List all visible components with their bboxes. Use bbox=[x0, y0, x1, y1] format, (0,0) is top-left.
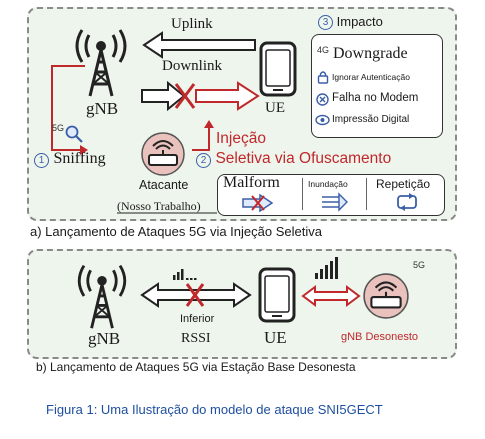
gnb-tower-icon bbox=[75, 29, 127, 97]
impact-heading: 3 Impacto bbox=[318, 13, 383, 30]
gnb-ue-link-blocked bbox=[140, 282, 252, 308]
magnifier-icon bbox=[65, 125, 83, 143]
fingerprint-label: Impressão Digital bbox=[332, 114, 410, 125]
malform-label: Malform bbox=[223, 174, 280, 191]
attacker-label: Atacante bbox=[139, 178, 189, 192]
downlink-label: Downlink bbox=[162, 58, 222, 74]
rogue-gnb-label: gNB Desonesto bbox=[341, 331, 419, 343]
injection-label-line2: Seletiva via Ofuscamento bbox=[215, 150, 392, 167]
lock-icon bbox=[317, 71, 329, 84]
rogue-5g-text: 5G bbox=[413, 260, 426, 270]
sniffing-step: 1 Sniffing bbox=[34, 150, 106, 169]
sniff-5g-text: 5G bbox=[52, 123, 65, 133]
flooding-icon bbox=[322, 192, 348, 212]
modem-crash-label: Falha no Modem bbox=[332, 92, 419, 104]
fingerprint-icon bbox=[315, 114, 330, 126]
gnb-tower-icon bbox=[77, 264, 127, 329]
attacker-device-icon bbox=[141, 132, 185, 176]
gnb-label: gNB bbox=[86, 99, 119, 118]
figure-caption: Figura 1: Uma Ilustração do modelo de at… bbox=[46, 402, 383, 417]
downgrade-label: Downgrade bbox=[333, 45, 408, 62]
inferior-label: Inferior bbox=[180, 313, 215, 325]
downlink-arrow bbox=[141, 80, 260, 112]
sniff-5g-icon: 5G bbox=[52, 124, 64, 133]
our-work-underline bbox=[117, 212, 217, 214]
attack-type-box bbox=[217, 174, 445, 216]
flooding-label: Inundação bbox=[308, 179, 348, 189]
impact-title: Impacto bbox=[336, 14, 383, 30]
replay-icon bbox=[397, 193, 417, 211]
crash-icon bbox=[316, 93, 329, 106]
impact-box bbox=[311, 34, 443, 138]
weak-signal-icon bbox=[173, 269, 197, 280]
downgrade-4g-text: 4G bbox=[317, 45, 330, 55]
ue-phone-icon bbox=[259, 41, 297, 97]
rogue-gnb-device-icon bbox=[363, 273, 409, 319]
replay-label: Repetição bbox=[376, 177, 431, 191]
ue-label: UE bbox=[265, 100, 285, 116]
sniffing-label: Sniffing bbox=[53, 150, 106, 167]
ue-rogue-link bbox=[301, 285, 361, 307]
impact-step-number: 3 bbox=[318, 15, 333, 30]
panel-b-caption: b) Lançamento de Ataques 5G via Estação … bbox=[36, 360, 356, 374]
panel-a-caption: a) Lançamento de Ataques 5G via Injeção … bbox=[30, 224, 322, 239]
ue-label-b: UE bbox=[264, 328, 287, 347]
downgrade-4g-icon: 4G bbox=[317, 46, 329, 55]
ue-phone-icon bbox=[258, 267, 296, 323]
sniff-step-number: 1 bbox=[34, 153, 49, 169]
rssi-label: RSSI bbox=[181, 331, 211, 346]
malform-icon bbox=[242, 193, 274, 213]
uplink-arrow bbox=[142, 31, 256, 59]
gnb-label-b: gNB bbox=[88, 329, 121, 348]
our-work-label: (Nosso Trabalho) bbox=[117, 199, 201, 213]
rogue-5g-icon: 5G bbox=[413, 261, 425, 270]
attack-type-divider bbox=[366, 178, 367, 210]
attack-type-divider bbox=[302, 178, 303, 210]
injection-label-line1: Injeção bbox=[216, 130, 266, 147]
ignore-auth-label: Ignorar Autenticação bbox=[332, 72, 410, 82]
uplink-label: Uplink bbox=[171, 16, 213, 32]
injection-step-number: 2 bbox=[196, 153, 211, 169]
strong-signal-icon bbox=[315, 257, 338, 279]
injection-step: 2 Seletiva via Ofuscamento bbox=[196, 150, 392, 169]
